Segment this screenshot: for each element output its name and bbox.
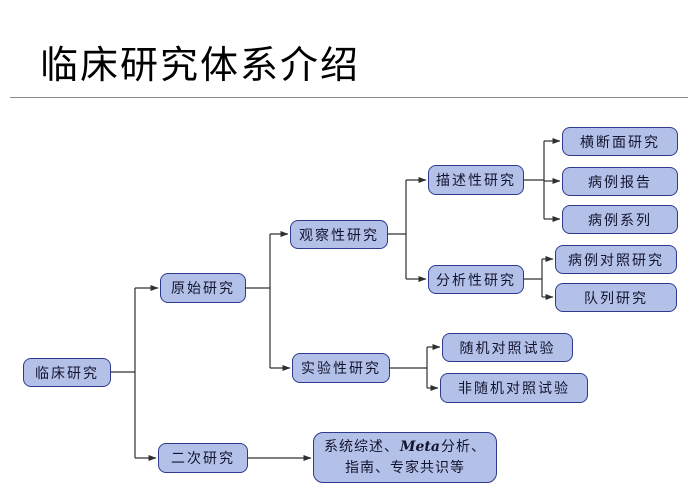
node-case-series: 病例系列	[562, 205, 678, 234]
node-label-line1: 系统综述、Meta分析、	[324, 437, 486, 458]
node-observational-research: 观察性研究	[290, 220, 388, 249]
node-non-randomized-controlled-trial: 非随机对照试验	[440, 373, 588, 403]
node-randomized-controlled-trial: 随机对照试验	[442, 333, 573, 362]
page-title: 临床研究体系介绍	[40, 43, 361, 87]
node-label: 原始研究	[171, 281, 235, 297]
node-descriptive-research: 描述性研究	[428, 165, 524, 195]
node-label: 横断面研究	[580, 134, 660, 151]
node-case-control-study: 病例对照研究	[555, 245, 677, 274]
node-secondary-research: 二次研究	[158, 443, 248, 473]
node-case-report: 病例报告	[562, 167, 678, 196]
node-primary-research: 原始研究	[160, 273, 246, 303]
node-label: 队列研究	[584, 290, 648, 307]
node-analytical-research: 分析性研究	[428, 265, 524, 294]
node-secondary-outputs: 系统综述、Meta分析、 指南、专家共识等	[313, 432, 497, 483]
node-cohort-study: 队列研究	[555, 283, 677, 312]
node-cross-sectional-study: 横断面研究	[562, 127, 678, 156]
node-label: 临床研究	[35, 365, 99, 382]
node-clinical-research: 临床研究	[23, 358, 111, 387]
node-label-meta: Meta	[400, 438, 440, 455]
node-label-part: 系统综述、	[324, 438, 400, 455]
node-experimental-research: 实验性研究	[292, 353, 390, 383]
node-label: 病例对照研究	[568, 252, 664, 269]
node-label: 非随机对照试验	[458, 381, 570, 397]
node-label: 病例系列	[588, 212, 652, 229]
node-label-part: 分析、	[440, 438, 486, 455]
node-label-line2: 指南、专家共识等	[345, 459, 465, 476]
node-label: 实验性研究	[301, 361, 381, 377]
node-label: 病例报告	[588, 174, 652, 191]
node-label: 二次研究	[171, 451, 235, 467]
title-divider	[10, 97, 688, 98]
node-label: 随机对照试验	[459, 340, 556, 357]
node-label: 描述性研究	[436, 173, 516, 189]
node-label: 分析性研究	[436, 272, 516, 289]
node-label: 观察性研究	[299, 227, 379, 244]
